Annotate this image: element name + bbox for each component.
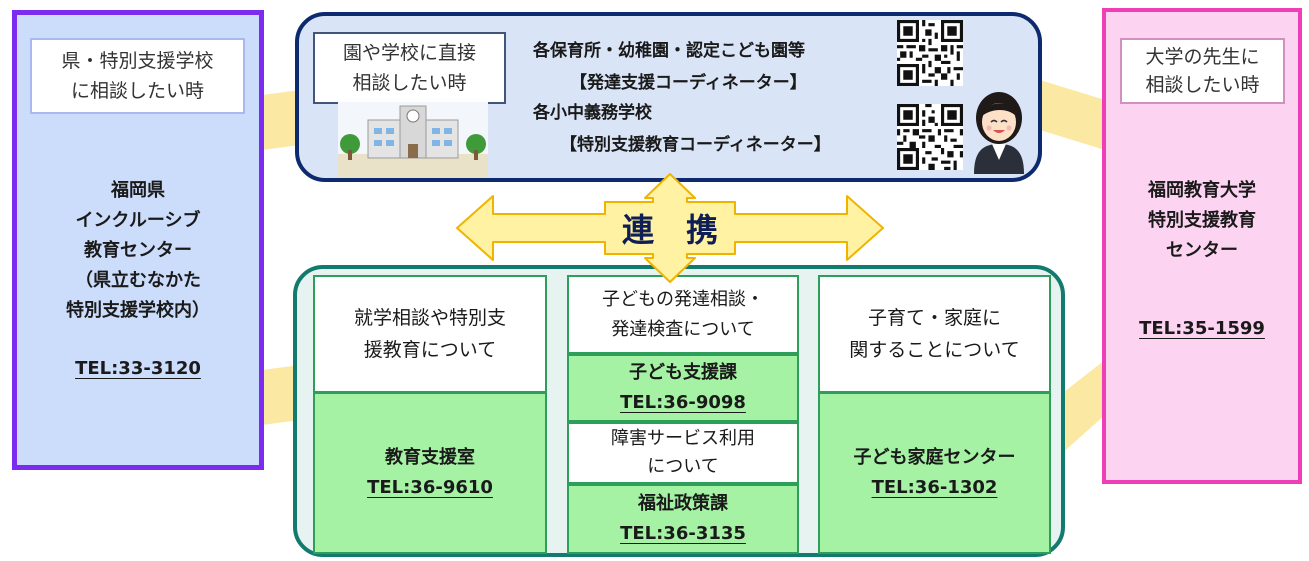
col2a-topic-text: 子どもの発達相談・ 発達検査について: [602, 288, 764, 340]
connector-right-top: [1040, 80, 1105, 150]
col2b-tel-text[interactable]: TEL:36-3135: [620, 523, 746, 544]
col2a-org-card: 子ども支援課 TEL:36-9098: [567, 354, 799, 422]
top-panel-line2: 【発達支援コーディネーター】: [570, 73, 807, 93]
left-panel-org-text: 福岡県 インクルーシブ 教育センター （県立むなかた 特別支援学校内）: [66, 180, 210, 321]
top-panel-header: 園や学校に直接 相談したい時: [313, 32, 506, 104]
col3-tel-text[interactable]: TEL:36-1302: [871, 477, 998, 498]
right-panel-header: 大学の先生に 相談したい時: [1120, 38, 1285, 104]
col2b-topic-card: 障害サービス利用 について: [567, 422, 799, 484]
left-panel-tel: TEL:33-3120: [18, 358, 258, 379]
col1-org-text: 教育支援室: [385, 447, 475, 468]
col3-topic-text: 子育て・家庭に 関することについて: [849, 307, 1020, 361]
right-panel-tel-text[interactable]: TEL:35-1599: [1139, 318, 1265, 339]
connector-left-bottom: [262, 365, 300, 425]
collaboration-label: 連 携: [600, 204, 740, 252]
col2a-org-text: 子ども支援課: [629, 362, 737, 383]
col2b-org-text: 福祉政策課: [638, 493, 728, 514]
top-panel-header-text: 園や学校に直接 相談したい時: [342, 42, 476, 94]
col2b-topic-text: 障害サービス利用 について: [611, 428, 755, 477]
right-panel-org: 福岡教育大学 特別支援教育 センター: [1106, 176, 1298, 266]
col3-org-text: 子ども家庭センター: [853, 447, 1016, 468]
left-panel-org: 福岡県 インクルーシブ 教育センター （県立むなかた 特別支援学校内）: [18, 176, 258, 326]
connector-right-bottom: [1060, 360, 1105, 455]
right-panel-header-text: 大学の先生に 相談したい時: [1145, 46, 1260, 96]
col1-org-card: 教育支援室 TEL:36-9610: [313, 392, 547, 554]
right-panel-tel: TEL:35-1599: [1106, 318, 1298, 339]
left-panel-header: 県・特別支援学校 に相談したい時: [30, 38, 245, 114]
top-panel-line4: 【特別支援教育コーディネーター】: [560, 135, 831, 155]
col2b-org-card: 福祉政策課 TEL:36-3135: [567, 484, 799, 554]
teacher-avatar-icon: [974, 92, 1024, 174]
qr-code-icon[interactable]: [897, 20, 963, 86]
right-panel-org-text: 福岡教育大学 特別支援教育 センター: [1148, 180, 1256, 261]
collaboration-label-text: 連 携: [621, 211, 718, 249]
col1-topic-card: 就学相談や特別支 援教育について: [313, 275, 547, 393]
connector-left-top: [262, 90, 300, 150]
left-panel-tel-text[interactable]: TEL:33-3120: [75, 358, 201, 379]
col1-tel-text[interactable]: TEL:36-9610: [367, 477, 493, 498]
collaboration-arrow-icon: [456, 173, 884, 283]
col1-topic-text: 就学相談や特別支 援教育について: [353, 307, 506, 361]
col2a-topic-card: 子どもの発達相談・ 発達検査について: [567, 275, 799, 354]
top-panel-line3: 各小中義務学校: [533, 103, 652, 123]
qr-code-icon[interactable]: [897, 104, 963, 170]
left-panel-header-text: 県・特別支援学校 に相談したい時: [61, 50, 214, 102]
col3-org-card: 子ども家庭センター TEL:36-1302: [818, 392, 1051, 554]
col3-topic-card: 子育て・家庭に 関することについて: [818, 275, 1051, 393]
school-building-icon: [338, 102, 488, 178]
top-panel-line1: 各保育所・幼稚園・認定こども園等: [533, 41, 805, 61]
col2a-tel-text[interactable]: TEL:36-9098: [620, 392, 746, 413]
